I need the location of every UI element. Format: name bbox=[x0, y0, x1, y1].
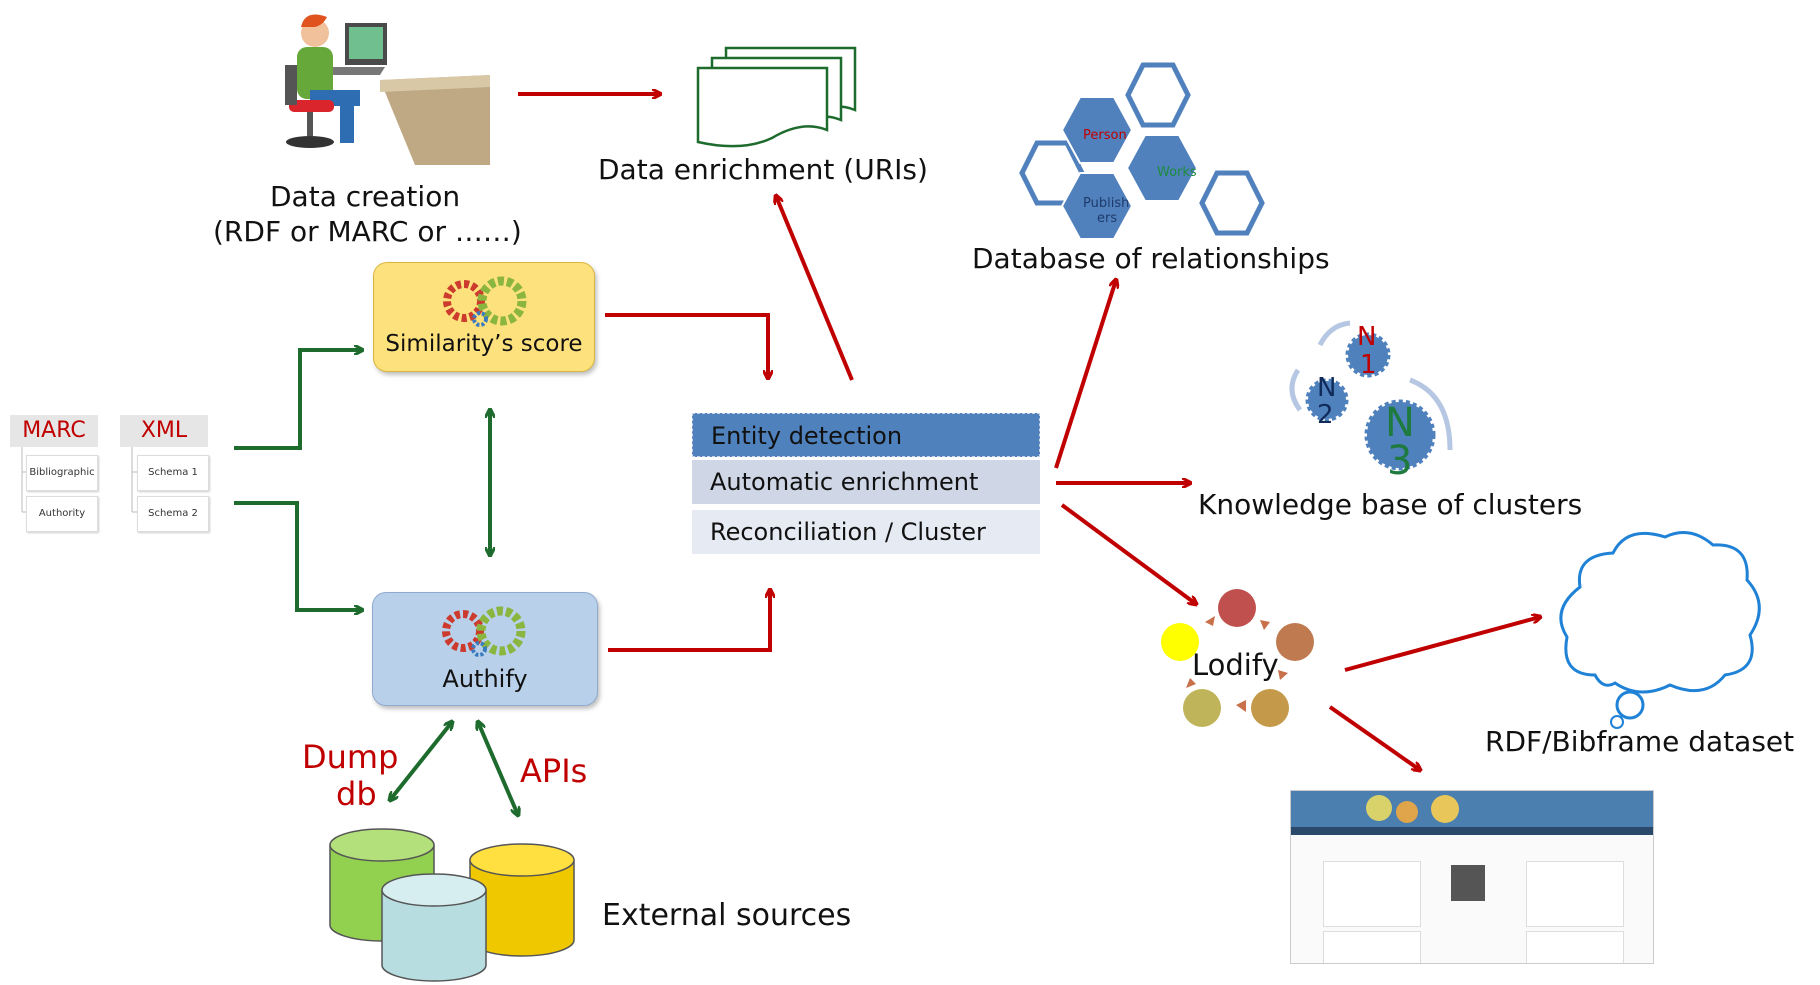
marc-authority-node: Authority bbox=[26, 496, 98, 532]
arrow-authify-apis bbox=[478, 722, 518, 815]
thumb-header bbox=[1291, 791, 1653, 827]
relationships-hexagons bbox=[1019, 62, 1265, 240]
thumb-panel-right bbox=[1526, 861, 1624, 927]
marc-bibliographic-node: Bibliographic bbox=[26, 455, 98, 491]
thumb-searchbar bbox=[1291, 827, 1653, 835]
hex-works-label: Works bbox=[1157, 165, 1197, 180]
cluster-n2-letter: N bbox=[1317, 373, 1337, 403]
arrow-lodify-to-rdf bbox=[1344, 617, 1540, 672]
arrow-entity-to-lodify bbox=[1060, 503, 1196, 604]
hex-publishers-label-1: Publish bbox=[1083, 196, 1130, 211]
xml-schema2-node: Schema 2 bbox=[137, 496, 209, 532]
similarity-score-label: Similarity’s score bbox=[385, 331, 583, 357]
arrow-entity-to-relationships bbox=[1054, 280, 1116, 469]
clusters-gears-illustration bbox=[1289, 320, 1453, 471]
cluster-n3-letter: N bbox=[1385, 400, 1415, 446]
cluster-n3-number: 3 bbox=[1387, 438, 1413, 484]
authify-label: Authify bbox=[442, 665, 528, 693]
cluster-n2-number: 2 bbox=[1317, 400, 1334, 430]
thumb-header-blob bbox=[1366, 795, 1392, 821]
marc-tag: MARC bbox=[10, 415, 98, 447]
similarity-score-box: Similarity’s score bbox=[373, 262, 595, 372]
thumb-panel-left bbox=[1323, 861, 1421, 927]
rdf-cloud-icon bbox=[1559, 531, 1761, 729]
data-creation-title: Data creation bbox=[270, 180, 461, 213]
xml-tag: XML bbox=[120, 415, 208, 447]
arrow-authify-dumpdb bbox=[390, 722, 452, 800]
arrow-authify-to-entity bbox=[608, 590, 770, 652]
hex-publishers-label-2: ers bbox=[1097, 211, 1118, 226]
data-enrichment-label: Data enrichment (URIs) bbox=[598, 153, 928, 186]
thumb-panel-left-bottom bbox=[1323, 931, 1421, 963]
gears-icon bbox=[442, 606, 526, 657]
clusters-label: Knowledge base of clusters bbox=[1198, 488, 1583, 521]
relationships-label: Database of relationships bbox=[972, 242, 1330, 275]
reconciliation-cluster-row: Reconciliation / Cluster bbox=[692, 510, 1040, 554]
cluster-n1-letter: N bbox=[1357, 322, 1377, 352]
entity-detection-row: Entity detection bbox=[692, 413, 1040, 457]
automatic-enrichment-row: Automatic enrichment bbox=[692, 460, 1040, 504]
dump-db-label-line2: db bbox=[336, 775, 377, 813]
arrow-entity-to-enrichment bbox=[776, 196, 854, 381]
webapp-screenshot-thumbnail bbox=[1290, 790, 1654, 964]
cluster-n1-number: 1 bbox=[1360, 350, 1377, 380]
external-sources-label: External sources bbox=[602, 898, 852, 933]
person-at-desk-illustration bbox=[285, 14, 490, 165]
arrow-similarity-to-entity bbox=[605, 313, 768, 378]
thumb-portrait bbox=[1451, 865, 1485, 901]
arrow-lodify-to-webapp bbox=[1328, 705, 1420, 770]
thumb-header-blob bbox=[1431, 795, 1459, 823]
arrow-sources-to-authify bbox=[234, 501, 362, 610]
hex-person-label: Person bbox=[1083, 128, 1127, 143]
gears-icon bbox=[443, 276, 527, 327]
authify-box: Authify bbox=[372, 592, 598, 706]
dump-db-label-line1: Dump bbox=[302, 738, 399, 776]
external-sources-cylinders bbox=[329, 828, 575, 982]
xml-schema1-node: Schema 1 bbox=[137, 455, 209, 491]
rdf-dataset-label: RDF/Bibframe dataset bbox=[1485, 725, 1795, 758]
lodify-cycle-illustration bbox=[1161, 589, 1314, 727]
apis-label: APIs bbox=[520, 752, 588, 790]
document-stack-icon bbox=[696, 46, 857, 148]
data-creation-subtitle: (RDF or MARC or ……) bbox=[213, 215, 522, 248]
arrow-sources-to-similarity bbox=[234, 350, 362, 450]
thumb-header-blob bbox=[1396, 801, 1418, 823]
lodify-label: Lodify bbox=[1192, 648, 1279, 682]
thumb-panel-right-bottom bbox=[1526, 931, 1624, 963]
